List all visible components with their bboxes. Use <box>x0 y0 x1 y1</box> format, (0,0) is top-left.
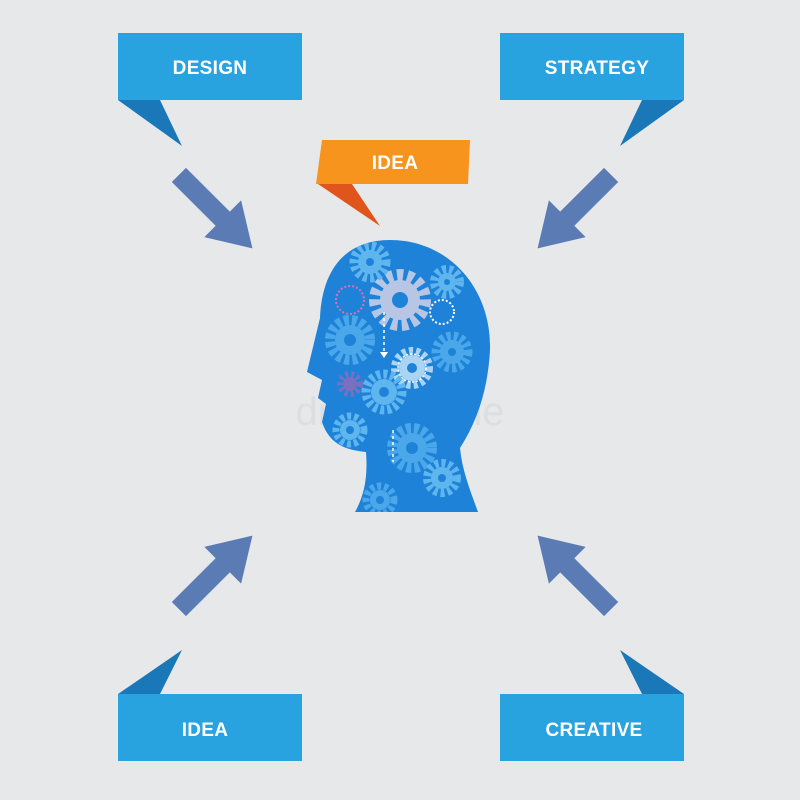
gear-icon <box>369 269 431 331</box>
label-creative-text: CREATIVE <box>545 720 642 741</box>
gear-icon <box>423 459 461 497</box>
label-idea-bottom: IDEA <box>118 650 302 761</box>
label-strategy: STRATEGY <box>500 33 684 146</box>
label-idea-center: IDEA <box>316 140 470 226</box>
gear-icon <box>325 315 375 365</box>
head-illustration <box>307 240 491 512</box>
label-creative-fold <box>620 650 684 694</box>
label-creative: CREATIVE <box>500 650 684 761</box>
label-idea-bottom-text: IDEA <box>182 720 229 741</box>
label-strategy-fold <box>620 100 684 146</box>
label-design-box <box>118 33 302 100</box>
arrow-bottom-left <box>160 517 271 628</box>
label-idea-center-box <box>316 140 470 184</box>
connector-arrowhead <box>380 352 388 358</box>
gear-icon <box>349 241 391 283</box>
label-idea-center-fold <box>318 184 380 226</box>
label-strategy-box <box>500 33 684 100</box>
arrow-bottom-right <box>519 517 630 628</box>
gear-icon <box>391 347 433 389</box>
label-design-fold <box>118 100 182 146</box>
gear-icon <box>335 285 365 315</box>
gear-icon <box>430 265 464 299</box>
gear-icon <box>429 299 455 325</box>
arrow-top-left <box>160 156 271 267</box>
label-idea-bottom-fold <box>118 650 182 694</box>
gear-icon <box>431 331 473 373</box>
label-idea-center-text: IDEA <box>372 153 419 174</box>
gear-icon <box>337 371 363 397</box>
label-design-text: DESIGN <box>173 58 248 79</box>
arrow-top-right <box>519 156 630 267</box>
gears-group <box>325 241 473 512</box>
label-idea-bottom-box <box>118 694 302 761</box>
label-strategy-text: STRATEGY <box>545 58 649 79</box>
gear-icon <box>387 423 437 473</box>
label-creative-box <box>500 694 684 761</box>
gear-icon <box>362 482 398 512</box>
gear-icon <box>361 369 407 415</box>
label-design: DESIGN <box>118 33 302 146</box>
gear-icon <box>332 412 368 448</box>
